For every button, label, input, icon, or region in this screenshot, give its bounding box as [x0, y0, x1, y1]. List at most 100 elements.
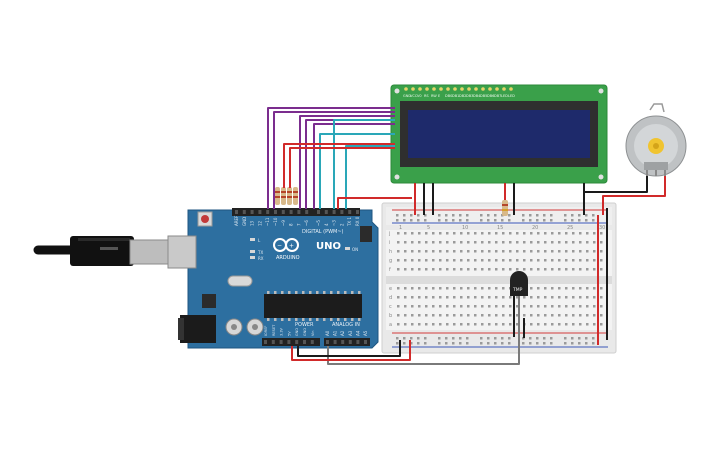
- lcd-pin[interactable]: [502, 87, 506, 91]
- lcd-pin[interactable]: [425, 87, 429, 91]
- digital-pin[interactable]: [289, 210, 293, 214]
- terminal-hole: [446, 296, 449, 299]
- power-pin[interactable]: [303, 340, 306, 344]
- lcd-pin[interactable]: [439, 87, 443, 91]
- terminal-hole: [565, 268, 568, 271]
- lcd-pin[interactable]: [453, 87, 457, 91]
- rail-hole: [417, 337, 420, 340]
- terminal-hole: [509, 268, 512, 271]
- rail-hole: [550, 342, 553, 345]
- terminal-hole: [411, 259, 414, 262]
- terminal-hole: [495, 314, 498, 317]
- digital-pin[interactable]: [324, 210, 328, 214]
- resistor-array[interactable]: [275, 187, 298, 205]
- rail-hole: [480, 342, 483, 345]
- power-pin[interactable]: [287, 340, 291, 344]
- terminal-hole: [551, 250, 554, 253]
- digital-pin[interactable]: [281, 210, 285, 214]
- terminal-hole: [565, 287, 568, 290]
- lcd-pin[interactable]: [509, 87, 513, 91]
- digital-pin[interactable]: [242, 210, 246, 214]
- digital-pin[interactable]: [250, 210, 254, 214]
- lcd-pin[interactable]: [446, 87, 450, 91]
- digital-pin[interactable]: [317, 210, 320, 214]
- terminal-hole: [572, 287, 575, 290]
- terminal-hole: [474, 323, 477, 326]
- lcd-pin[interactable]: [488, 87, 492, 91]
- rail-hole: [410, 342, 413, 345]
- icsp-header: [360, 226, 372, 242]
- digital-pin[interactable]: [340, 210, 344, 214]
- tmp-sensor[interactable]: TMP: [510, 271, 528, 296]
- terminal-hole: [502, 314, 505, 317]
- terminal-hole: [572, 268, 575, 271]
- terminal-hole: [397, 259, 400, 262]
- terminal-hole: [411, 305, 414, 308]
- terminal-hole: [586, 259, 589, 262]
- digital-pin[interactable]: [332, 210, 336, 214]
- terminal-hole: [481, 287, 484, 290]
- breadboard[interactable]: j i h g f e d c b a 1 5 10 15 20 25 30: [381, 202, 617, 354]
- potentiometer[interactable]: [625, 103, 687, 177]
- terminal-hole: [418, 241, 421, 244]
- terminal-hole: [572, 232, 575, 235]
- digital-pin[interactable]: [356, 210, 359, 214]
- power-pin-label: Vin: [311, 330, 315, 336]
- lcd-pin[interactable]: [432, 87, 436, 91]
- lcd-pin[interactable]: [411, 87, 415, 91]
- terminal-hole: [565, 323, 568, 326]
- analog-pin[interactable]: [333, 340, 337, 344]
- rail-hole: [424, 214, 427, 217]
- digital-pin[interactable]: [297, 210, 301, 214]
- chip-leg: [295, 291, 298, 294]
- digital-pin-label: 4: [324, 223, 329, 226]
- terminal-hole: [509, 241, 512, 244]
- terminal-hole: [600, 232, 603, 235]
- analog-pin[interactable]: [364, 340, 367, 344]
- breadboard-resistor[interactable]: [502, 200, 508, 216]
- rail-hole: [592, 342, 595, 345]
- lcd-pin[interactable]: [481, 87, 485, 91]
- analog-pin-label: A2: [340, 330, 345, 336]
- lcd-pin[interactable]: [467, 87, 471, 91]
- power-pin[interactable]: [271, 340, 275, 344]
- usb-cable[interactable]: [33, 236, 169, 266]
- chip-leg: [316, 291, 319, 294]
- power-pin[interactable]: [310, 340, 314, 344]
- analog-pin[interactable]: [348, 340, 352, 344]
- terminal-hole: [439, 241, 442, 244]
- digital-pin-label: ~5: [316, 220, 321, 226]
- digital-pin[interactable]: [266, 210, 270, 214]
- power-pin[interactable]: [264, 340, 267, 344]
- lcd-pin[interactable]: [404, 87, 408, 91]
- terminal-hole: [418, 287, 421, 290]
- power-pin[interactable]: [279, 340, 283, 344]
- power-pin[interactable]: [295, 340, 299, 344]
- lcd-pin-label: E: [438, 94, 440, 98]
- lcd-pin[interactable]: [474, 87, 478, 91]
- lcd-pin[interactable]: [495, 87, 499, 91]
- rail-hole: [529, 214, 532, 217]
- terminal-hole: [586, 232, 589, 235]
- digital-pin[interactable]: [258, 210, 262, 214]
- digital-pin[interactable]: [235, 210, 238, 214]
- lcd-pin[interactable]: [418, 87, 422, 91]
- analog-pin[interactable]: [341, 340, 345, 344]
- terminal-hole: [453, 296, 456, 299]
- terminal-hole: [404, 323, 407, 326]
- digital-pin[interactable]: [305, 210, 309, 214]
- terminal-hole: [404, 287, 407, 290]
- analog-pin[interactable]: [326, 340, 329, 344]
- digital-pin[interactable]: [274, 210, 277, 214]
- digital-pin-label: TX 1: [347, 217, 352, 227]
- digital-pin[interactable]: [348, 210, 352, 214]
- analog-pin[interactable]: [356, 340, 360, 344]
- terminal-hole: [544, 314, 547, 317]
- lcd-pin[interactable]: [460, 87, 464, 91]
- terminal-hole: [551, 305, 554, 308]
- terminal-hole: [446, 259, 449, 262]
- rail-hole: [536, 337, 539, 340]
